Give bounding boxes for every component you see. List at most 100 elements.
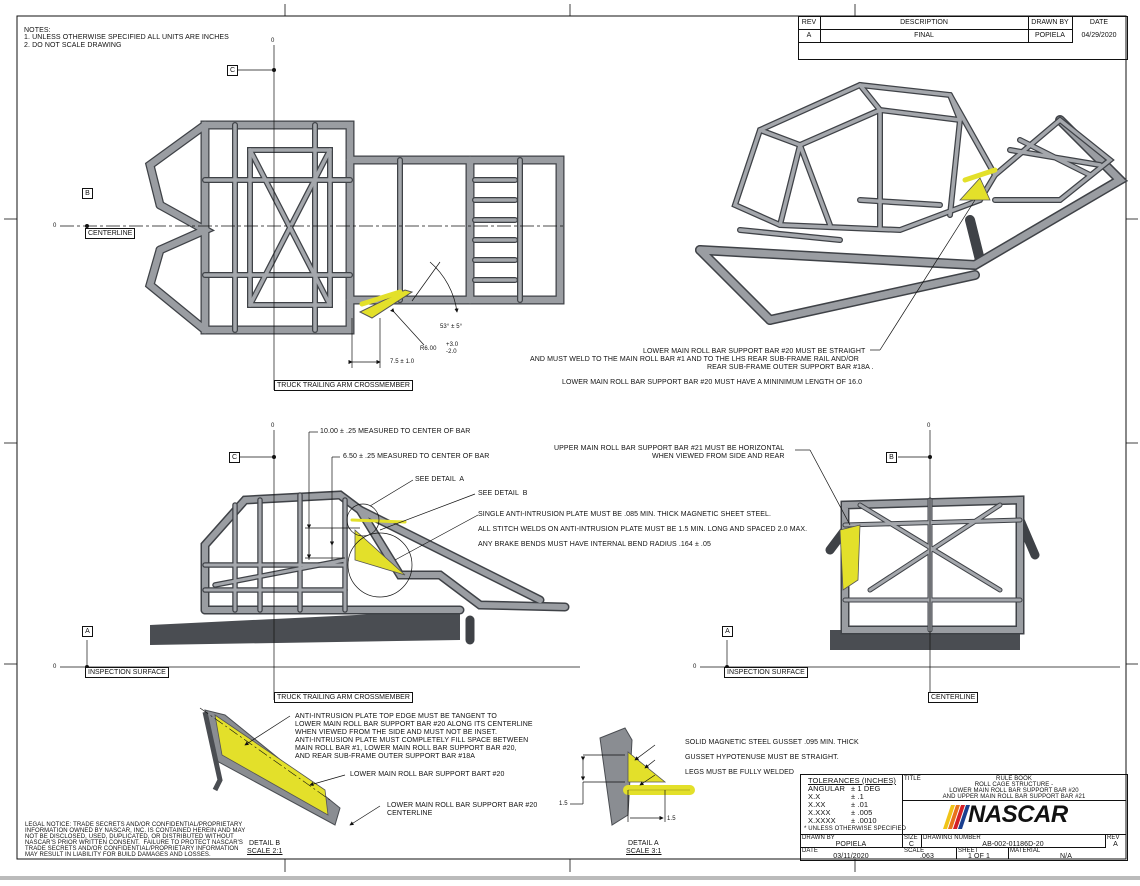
radius-tol-minus: -2.0 — [446, 349, 457, 355]
plate-note-1: SINGLE ANTI-INTRUSION PLATE MUST BE .085… — [478, 511, 772, 518]
title-line-2: ROLL CAGE STRUCTURE - — [974, 782, 1054, 788]
notes-heading: NOTES: — [24, 27, 51, 34]
offset-dimension: 7.5 ± 1.0 — [390, 359, 415, 365]
datum-zero-side-left: 0 — [53, 664, 57, 670]
plate-note-2: ALL STITCH WELDS ON ANTI-INTRUSION PLATE… — [478, 526, 808, 533]
detail-b-note-5: MAIN ROLL BAR #1, LOWER MAIN ROLL BAR SU… — [295, 745, 517, 752]
bar21-callout-1: UPPER MAIN ROLL BAR SUPPORT BAR #21 MUST… — [554, 445, 785, 452]
title-label: TITLE — [904, 776, 921, 782]
tol-note: * UNLESS OTHERWISE SPECIFIED — [804, 826, 907, 832]
angle-dimension: 53° ± 5° — [440, 324, 463, 330]
tol-xxxx-label: X.XXX — [808, 808, 831, 817]
rear-plate-yellow — [839, 524, 861, 591]
scale-value: .063 — [920, 853, 935, 860]
detail-b-bar-callout: LOWER MAIN ROLL BAR SUPPORT BART #20 — [350, 771, 505, 778]
side-view-frame — [150, 490, 570, 645]
date-value: 04/29/2020 — [1081, 32, 1117, 39]
gusset-dim-horizontal: 1.5 — [667, 816, 676, 822]
tol-xxx-value: ± .01 — [851, 800, 869, 809]
radius-tol-plus: +3.0 — [446, 342, 459, 348]
drawing-number-label: DRAWING NUMBER — [923, 835, 981, 841]
title-block — [800, 774, 1128, 861]
note-line-1: 1. UNLESS OTHERWISE SPECIFIED ALL UNITS … — [24, 34, 229, 41]
bar21-callout-2: WHEN VIEWED FROM SIDE AND REAR — [652, 453, 785, 460]
gusset-dim-vertical: 1.5 — [559, 801, 568, 807]
detail-a-title: DETAIL A — [628, 840, 659, 847]
datum-c-top: C — [227, 65, 238, 76]
date-label-tb: DATE — [802, 848, 818, 854]
size-label: SIZE — [904, 835, 918, 841]
detail-b-centerline-1: LOWER MAIN ROLL BAR SUPPORT BAR #20 — [387, 802, 538, 809]
detail-a-note-2: GUSSET HYPOTENUSE MUST BE STRAIGHT. — [685, 754, 839, 761]
detail-b-note-6: AND REAR SUB-FRAME OUTER SUPPORT BAR #18… — [295, 753, 476, 760]
bar20-callout-3: REAR SUB-FRAME OUTER SUPPORT BAR #18A . — [707, 364, 874, 371]
drawn-by-value: POPIELA — [1035, 32, 1065, 39]
truck-trailing-arm-label-side: TRUCK TRAILING ARM CROSSMEMBER — [274, 692, 413, 703]
detail-b-note-4: ANTI-INTRUSION PLATE MUST COMPLETELY FIL… — [295, 737, 529, 744]
detail-b-title: DETAIL B — [249, 840, 281, 847]
tol-xx-label: X.X — [808, 792, 821, 801]
drawn-by-value: POPIELA — [835, 841, 867, 848]
revision-block — [798, 16, 1128, 60]
sheet-border — [16, 15, 1127, 860]
rev-label-tb: REV — [1107, 835, 1120, 841]
tol-angular-label: ANGULAR — [808, 784, 845, 793]
rear-view-frame — [825, 495, 1040, 650]
inspection-surface-label-rear: INSPECTION SURFACE — [724, 667, 808, 678]
centerline-label-top: CENTERLINE — [85, 228, 136, 239]
detail-a-note-1: SOLID MAGNETIC STEEL GUSSET .095 MIN. TH… — [685, 739, 859, 746]
datum-zero-rear-left: 0 — [693, 664, 697, 670]
detail-a-drawing — [599, 727, 695, 826]
datum-zero-top: 0 — [271, 38, 275, 44]
truck-trailing-arm-label-top: TRUCK TRAILING ARM CROSSMEMBER — [274, 380, 413, 391]
title-line-3: LOWER MAIN ROLL BAR SUPPORT BAR #20 — [949, 788, 1079, 794]
detail-b-note-3: WHEN VIEWED FROM THE SIDE AND MUST NOT B… — [295, 729, 497, 736]
rev-value: A — [806, 32, 812, 39]
drawing-number-value: AB-002-01186D-20 — [982, 841, 1044, 848]
datum-b-top: B — [82, 188, 93, 199]
rev-value-tb: A — [1113, 841, 1118, 848]
see-detail-a: SEE DETAIL A — [415, 476, 465, 483]
detail-b-scale: SCALE 2:1 — [247, 848, 283, 855]
tol-angular-value: ± 1 DEG — [851, 784, 881, 793]
iso-view-frame — [695, 81, 1129, 325]
bar20-callout-4: LOWER MAIN ROLL BAR SUPPORT BAR #20 MUST… — [562, 379, 863, 386]
material-label: MATERIAL — [1010, 848, 1041, 854]
detail-a-scale: SCALE 3:1 — [626, 848, 662, 855]
bar20-callout-1: LOWER MAIN ROLL BAR SUPPORT BAR #20 MUST… — [643, 348, 866, 355]
datum-a-side: A — [82, 626, 93, 637]
tol-xxx-label: X.XX — [808, 800, 826, 809]
detail-b-centerline-2: CENTERLINE — [387, 810, 433, 817]
detail-a-note-3: LEGS MUST BE FULLY WELDED — [685, 769, 795, 776]
inspection-surface-label-side: INSPECTION SURFACE — [85, 667, 169, 678]
date-value-tb: 03/11/2020 — [833, 853, 869, 860]
detail-b-note-1: ANTI-INTRUSION PLATE TOP EDGE MUST BE TA… — [295, 713, 497, 720]
sheet-label: SHEET — [958, 848, 979, 854]
bar20-callout-2: AND MUST WELD TO THE MAIN ROLL BAR #1 AN… — [530, 356, 859, 363]
datum-zero-side: 0 — [271, 423, 275, 429]
datum-zero-rear: 0 — [927, 423, 931, 429]
tol-xx-value: ± .1 — [851, 792, 864, 801]
description-header: DESCRIPTION — [900, 19, 948, 26]
description-value: FINAL — [914, 32, 934, 39]
datum-a-rear: A — [722, 626, 733, 637]
drawn-by-header: DRAWN BY — [1031, 19, 1069, 26]
datum-b-rear: B — [886, 452, 897, 463]
detail-b-note-2: LOWER MAIN ROLL BAR SUPPORT BAR #20 ALON… — [295, 721, 533, 728]
detail-b-drawing — [199, 707, 341, 826]
material-value: N/A — [1060, 853, 1072, 860]
tolerances-title: TOLERANCES (INCHES) — [808, 776, 897, 785]
size-value: C — [908, 841, 915, 848]
drawn-by-label: DRAWN BY — [802, 835, 835, 841]
ten-inch-dimension: 10.00 ± .25 MEASURED TO CENTER OF BAR — [320, 428, 471, 435]
rev-header: REV — [801, 19, 817, 26]
note-line-2: 2. DO NOT SCALE DRAWING — [24, 42, 122, 49]
datum-c-side: C — [229, 452, 240, 463]
tol-xxxxx-value: ± .0010 — [851, 816, 877, 825]
title-line-4: AND UPPER MAIN ROLL BAR SUPPORT BAR #21 — [942, 794, 1086, 800]
sheet-value: 1 OF 1 — [968, 853, 990, 860]
datum-zero-left: 0 — [53, 223, 57, 229]
scale-label: SCALE — [904, 848, 925, 854]
